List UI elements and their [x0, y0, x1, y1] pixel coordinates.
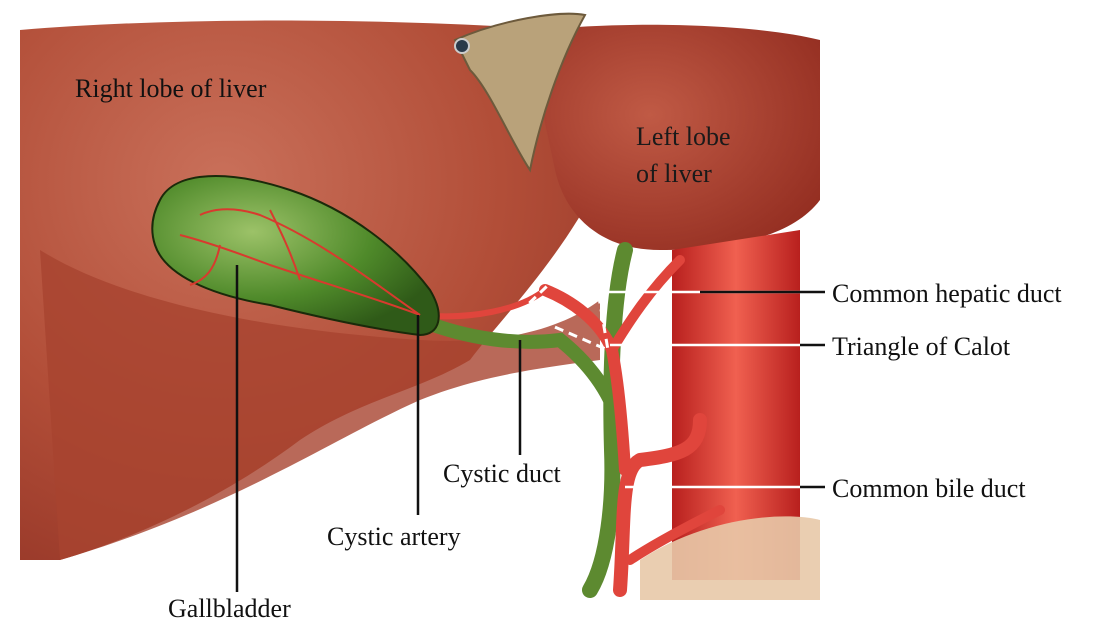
label-gallbladder: Gallbladder — [168, 594, 291, 623]
falciform-ligament — [453, 12, 587, 173]
gallbladder-vessels — [179, 208, 421, 316]
label-cystic-duct: Cystic duct — [443, 459, 561, 488]
aorta — [672, 230, 800, 580]
label-left-lobe-line2: of liver — [636, 159, 712, 188]
liver-underside — [40, 250, 600, 560]
triangle-of-calot-outline — [517, 241, 610, 353]
cystic-duct-shape — [413, 313, 617, 407]
label-cystic-artery: Cystic artery — [327, 522, 461, 551]
gallbladder-shape — [151, 175, 440, 337]
leader-lines — [235, 265, 825, 592]
ligament-vessel — [454, 38, 470, 54]
left-lobe-of-liver — [536, 24, 820, 250]
label-right-lobe: Right lobe of liver — [75, 74, 267, 103]
common-bile-duct — [582, 242, 633, 598]
label-common-bile-duct: Common bile duct — [832, 474, 1026, 503]
pancreas — [640, 516, 820, 600]
label-common-hepatic-duct: Common hepatic duct — [832, 279, 1062, 308]
label-triangle-of-calot: Triangle of Calot — [832, 332, 1011, 361]
label-left-lobe-line1: Left lobe — [636, 122, 731, 151]
